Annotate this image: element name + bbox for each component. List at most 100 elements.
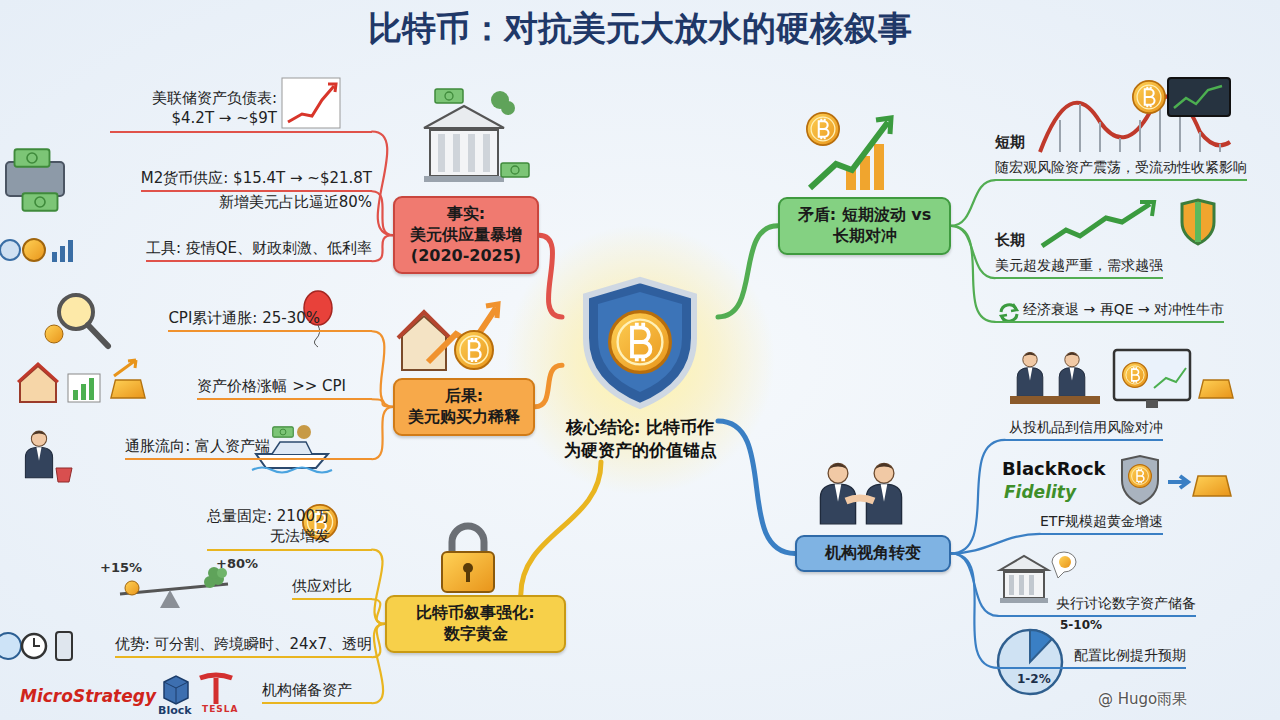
node-text: 后果: 美元购买力稀释 — [401, 386, 527, 428]
leaf-branch-line — [372, 407, 393, 459]
note-label: MicroStrategy — [20, 686, 156, 706]
consumer-icon — [25, 431, 72, 482]
leaf-branch-line — [372, 331, 393, 407]
shield-icon — [578, 276, 702, 410]
node-body: 美元超发越严重，需求越强 — [995, 256, 1163, 279]
etf-icons — [1122, 456, 1231, 504]
node-body: 无法增发 — [207, 526, 372, 550]
node-text: 优势: 可分割、跨境瞬时、24x7、透明 — [115, 634, 372, 658]
magnifier-icon — [45, 295, 108, 346]
note-label: 5-10% — [1060, 618, 1102, 632]
leaf-branch-line — [951, 226, 995, 322]
note-label: Block — [158, 704, 192, 717]
node-text: 矛盾: 短期波动 vs 长期对冲 — [786, 205, 943, 247]
cycle-icon — [1001, 304, 1017, 322]
leaf-branch-line — [951, 534, 1040, 554]
note-label: Fidelity — [1004, 482, 1076, 502]
lock-icon — [442, 526, 494, 592]
main-branch-line — [521, 462, 601, 595]
leaf-note: 短期随宏观风险资产震荡，受流动性收紧影响 — [995, 132, 1247, 181]
node-body: 随宏观风险资产震荡，受流动性收紧影响 — [995, 158, 1247, 181]
desk-meeting-icon — [1010, 350, 1233, 408]
note-label: +80% — [216, 556, 258, 571]
node-text: 配置比例提升预期 — [998, 646, 1186, 669]
node-text: 通胀流向: 富人资产端 — [125, 436, 372, 460]
note-label: TESLA — [202, 704, 238, 714]
leaf-note: 美联储资产负债表: $4.2T → ~$9T — [110, 88, 372, 133]
leaf-branch-line — [372, 550, 385, 624]
leaf-note: CPI累计通胀: 25-30% — [168, 308, 372, 332]
leaf-branch-line — [372, 191, 393, 235]
term-heading: 长期 — [995, 230, 1163, 250]
leaf-branch-line — [372, 399, 393, 407]
leaf-note: 机构储备资产 — [262, 680, 372, 704]
node-text: 总量固定: 2100万 — [207, 506, 372, 526]
money-printer-icon — [6, 149, 64, 211]
leaf-note: 优势: 可分割、跨境瞬时、24x7、透明 — [115, 634, 372, 658]
monitor-chart-icon — [1168, 78, 1230, 116]
core-conclusion: 核心结论: 比特币作为硬资产的价值锚点 — [562, 276, 718, 462]
note-label: +15% — [100, 560, 142, 575]
main-branch-line — [718, 226, 778, 317]
leaf-note: 通胀流向: 富人资产端 — [125, 436, 372, 460]
branch-box: 事实: 美元供应量暴增 (2020-2025) — [393, 196, 539, 274]
leaf-branch-line — [372, 624, 385, 703]
note-label: 1-2% — [1017, 672, 1051, 686]
note-label: BlackRock — [1002, 458, 1106, 479]
company-logos — [164, 675, 232, 704]
shield-growth-icon — [807, 113, 891, 190]
leaf-note: 供应对比 — [292, 576, 372, 600]
node-text: ETF规模超黄金增速 — [1040, 512, 1163, 535]
bank-money-icon — [424, 89, 529, 182]
node-text: 机构视角转变 — [803, 543, 943, 564]
node-body: 新增美元占比逼近80% — [141, 192, 372, 212]
note-label: @ Hugo雨果 — [1098, 690, 1187, 709]
node-text: 从投机品到信用风险对冲 — [1005, 418, 1163, 441]
leaf-note: 从投机品到信用风险对冲 — [1005, 418, 1163, 441]
leaf-note: M2货币供应: $15.4T → ~$21.8T新增美元占比逼近80% — [141, 168, 372, 213]
house-growth-icon — [398, 304, 498, 370]
long-term-icon — [1042, 200, 1214, 246]
leaf-branch-line — [372, 599, 385, 624]
node-text: CPI累计通胀: 25-30% — [168, 308, 372, 332]
leaf-note: 配置比例提升预期 — [998, 646, 1186, 669]
node-text: 核心结论: 比特币作为硬资产的价值锚点 — [562, 416, 718, 462]
node-text: 美联储资产负债表: $4.2T → ~$9T — [110, 88, 372, 133]
term-heading: 短期 — [995, 132, 1247, 152]
leaf-note: 央行讨论数字资产储备 — [998, 594, 1196, 617]
fed-chart-icon — [282, 78, 340, 128]
branch-box: 矛盾: 短期波动 vs 长期对冲 — [778, 197, 951, 255]
leaf-branch-line — [951, 553, 998, 667]
asset-icons — [18, 360, 145, 402]
leaf-note: 长期美元超发越严重，需求越强 — [995, 230, 1163, 279]
tool-icons — [0, 239, 73, 262]
node-text: 机构储备资产 — [262, 680, 372, 704]
leaf-branch-line — [951, 180, 995, 226]
leaf-note: 总量固定: 2100万无法增发 — [207, 506, 372, 551]
leaf-branch-line — [372, 132, 393, 236]
diagram-title: 比特币：对抗美元大放水的硬核叙事 — [0, 6, 1280, 52]
branch-box: 机构视角转变 — [795, 535, 951, 572]
branch-box: 后果: 美元购买力稀释 — [393, 378, 535, 436]
handshake-icon — [820, 463, 901, 524]
leaf-note: 资产价格涨幅 >> CPI — [197, 376, 372, 400]
node-text: M2货币供应: $15.4T → ~$21.8T — [141, 168, 372, 192]
node-text: 事实: 美元供应量暴增 (2020-2025) — [401, 204, 531, 266]
branch-box: 比特币叙事强化: 数字黄金 — [385, 595, 566, 653]
main-branch-line — [535, 365, 562, 407]
leaf-note: 工具: 疫情QE、财政刺激、低利率 — [146, 238, 372, 262]
advantage-icons — [0, 632, 72, 660]
leaf-branch-line — [372, 235, 393, 261]
leaf-note: ETF规模超黄金增速 — [1040, 512, 1163, 535]
leaf-branch-line — [951, 440, 1005, 554]
node-text: 资产价格涨幅 >> CPI — [197, 376, 372, 400]
node-text: 经济衰退 → 再QE → 对冲性牛市 — [995, 300, 1224, 323]
node-text: 供应对比 — [292, 576, 372, 600]
node-text: 比特币叙事强化: 数字黄金 — [393, 603, 558, 645]
node-text: 工具: 疫情QE、财政刺激、低利率 — [146, 238, 372, 262]
main-branch-line — [539, 235, 562, 317]
node-text: 央行讨论数字资产储备 — [998, 594, 1196, 617]
main-branch-line — [718, 421, 795, 553]
pie-chart-icon — [998, 630, 1062, 694]
